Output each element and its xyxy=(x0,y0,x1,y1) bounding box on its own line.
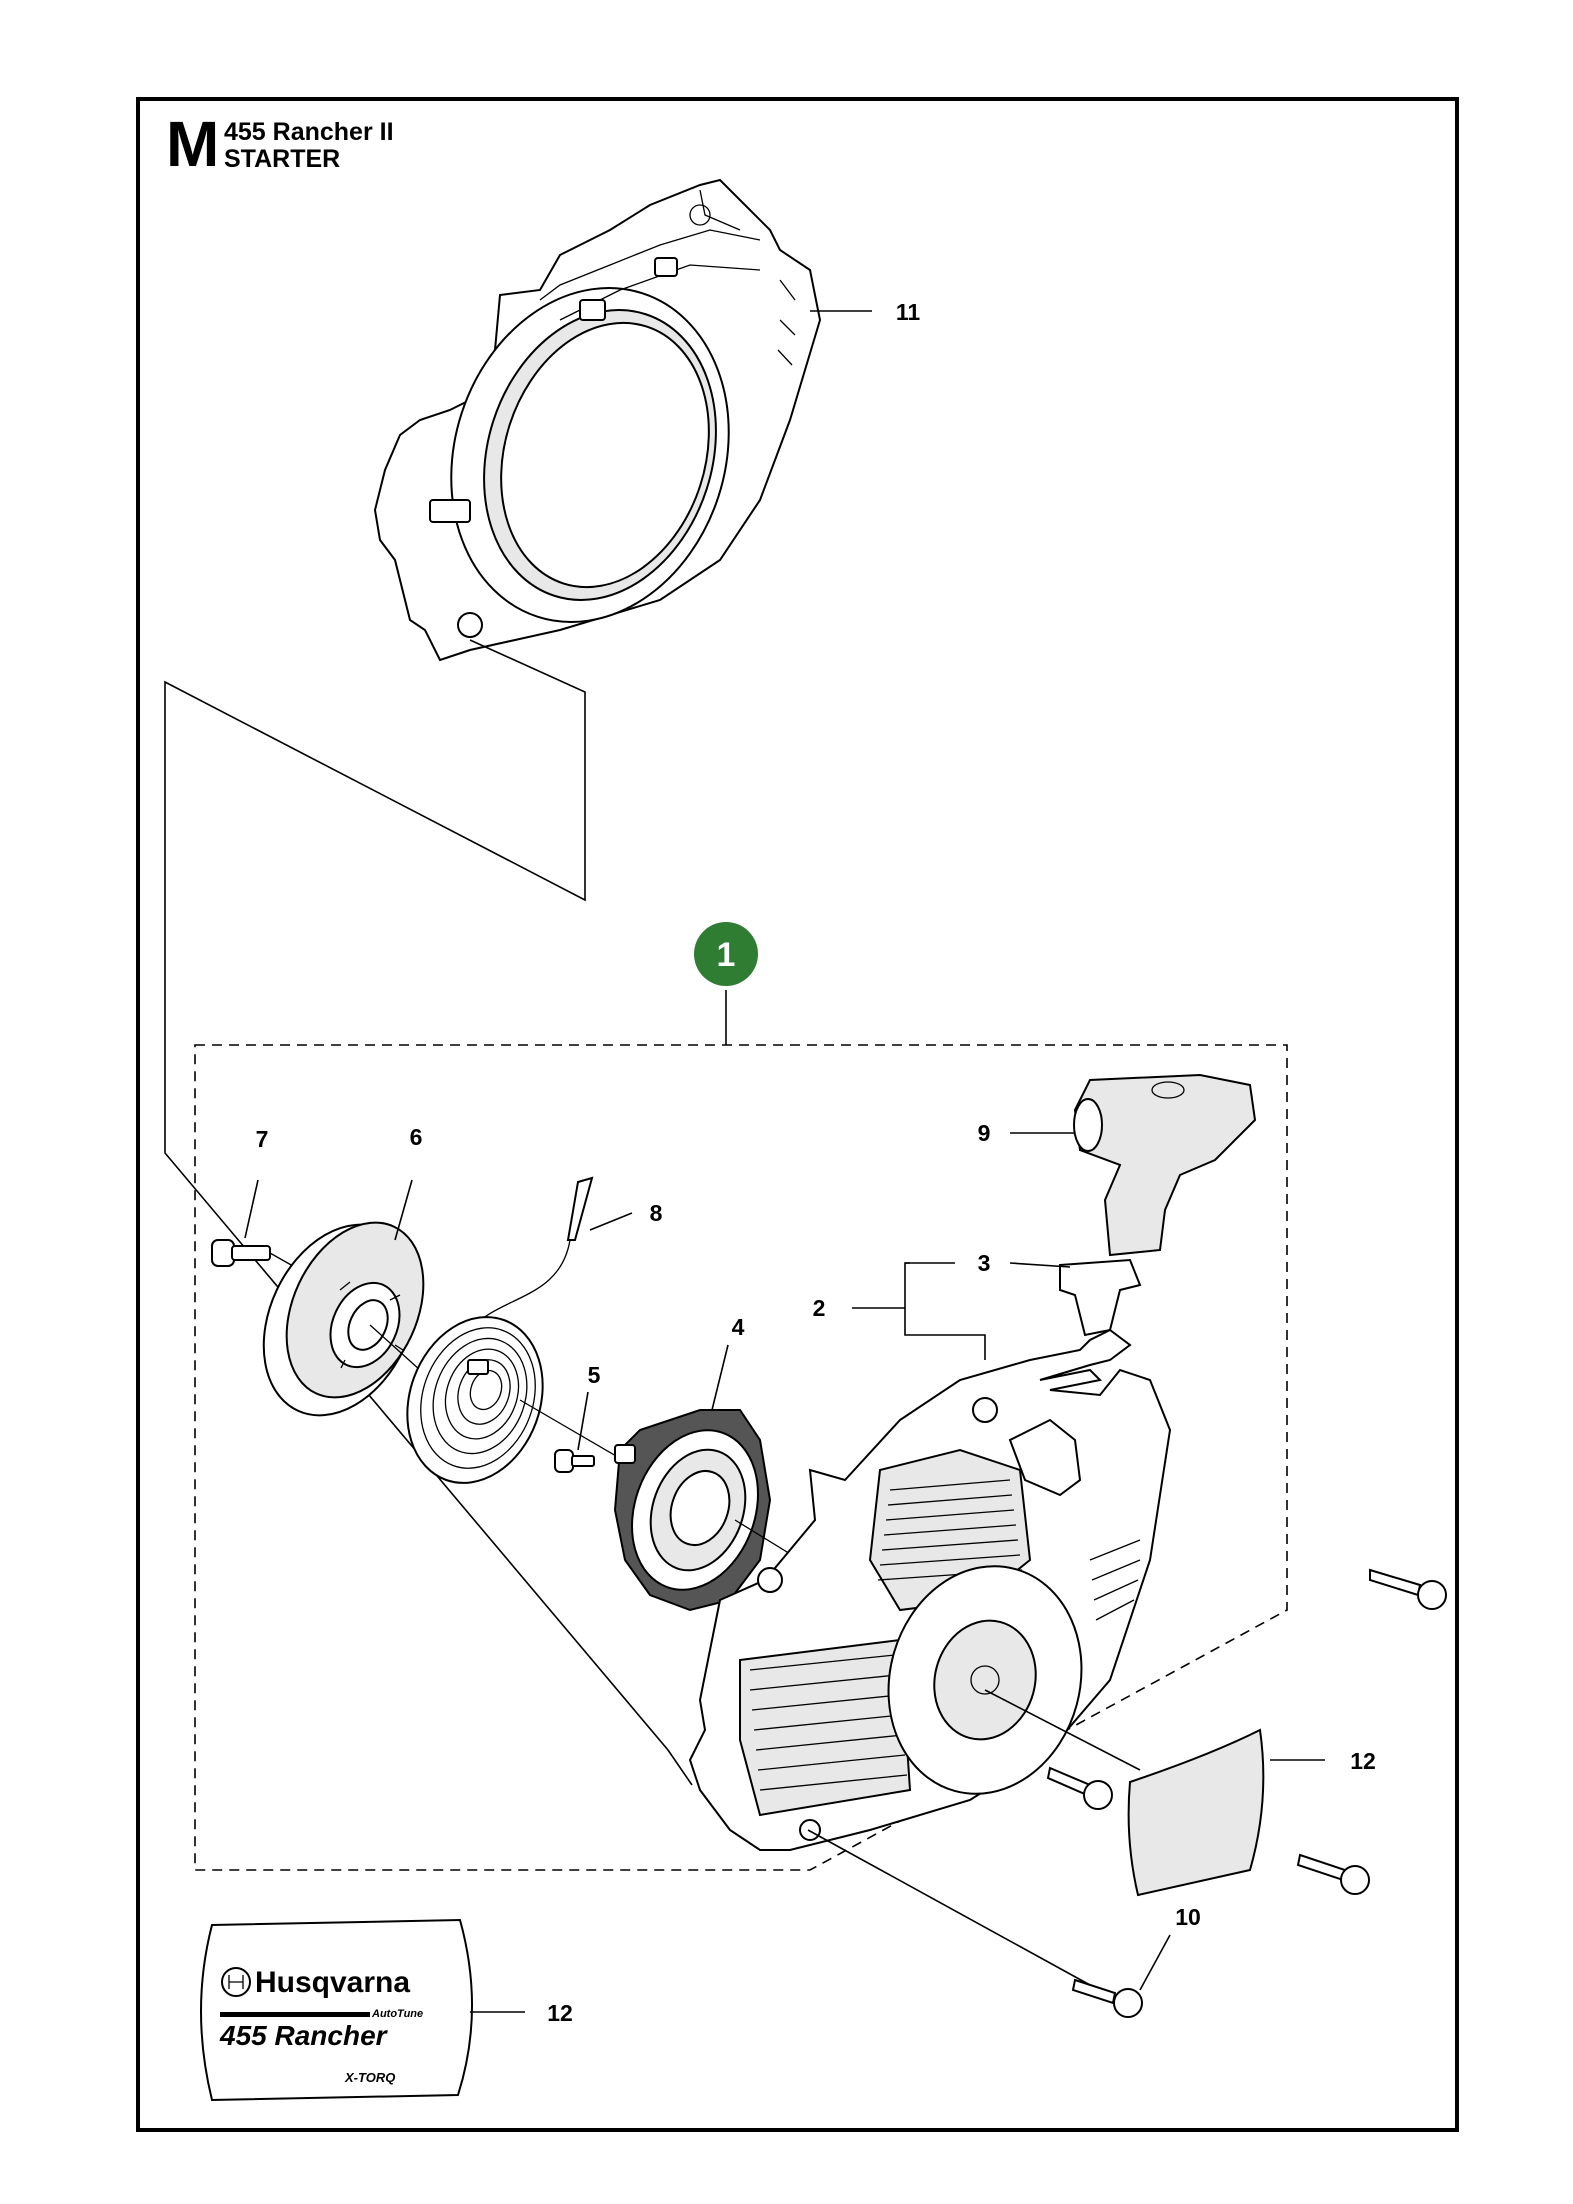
section-letter: M xyxy=(166,108,220,180)
part-7-bolt xyxy=(211,1239,301,1271)
husqvarna-logo xyxy=(221,1967,251,1997)
callout-12-right: 12 xyxy=(1350,1748,1376,1774)
decal-feature: AutoTune xyxy=(371,2008,423,2020)
part-5-screw xyxy=(554,1449,595,1473)
callout-6: 6 xyxy=(410,1124,423,1150)
part-4-cassette xyxy=(613,1409,772,1612)
decal-model: 455 Rancher xyxy=(219,2020,389,2051)
decal-tech: X-TORQ xyxy=(344,2070,395,2085)
callout-3: 3 xyxy=(978,1250,991,1276)
part-6-pulley xyxy=(262,1221,425,1417)
callout-5: 5 xyxy=(588,1362,601,1388)
callout-2: 2 xyxy=(813,1295,826,1321)
part-11-housing xyxy=(373,178,822,662)
assembly-badge xyxy=(694,922,758,986)
part-8-spring xyxy=(406,1176,594,1484)
callout-9: 9 xyxy=(978,1120,991,1146)
part-3-rope-guide xyxy=(1059,1258,1142,1337)
decal-brand: Husqvarna xyxy=(255,1966,410,1999)
part-10-screws xyxy=(1046,1568,1447,2018)
callout-10: 10 xyxy=(1175,1904,1201,1930)
part-12-decal-left: Husqvarna AutoTune 455 Rancher X-TORQ xyxy=(200,1918,473,2102)
callout-7: 7 xyxy=(256,1126,269,1152)
assembly-badge-label: 1 xyxy=(717,936,736,974)
callout-8: 8 xyxy=(650,1200,663,1226)
leader-2-3-bracket xyxy=(904,1262,986,1360)
part-12-decal-right xyxy=(1127,1728,1265,1897)
callout-4: 4 xyxy=(732,1314,745,1340)
callout-12-left: 12 xyxy=(547,2000,573,2026)
diagram-frame xyxy=(136,97,1459,2132)
callout-11: 11 xyxy=(896,299,921,325)
guide-line-left xyxy=(164,639,693,1786)
section-title: STARTER xyxy=(224,145,341,173)
model-title: 455 Rancher II xyxy=(224,118,394,146)
part-9-handle xyxy=(1073,1073,1257,1257)
part-2-cover xyxy=(688,1328,1172,1851)
